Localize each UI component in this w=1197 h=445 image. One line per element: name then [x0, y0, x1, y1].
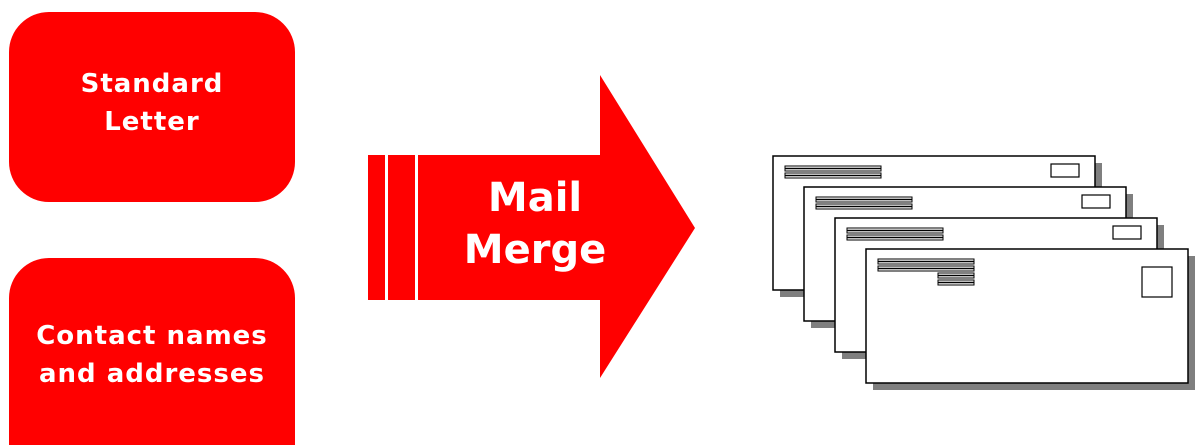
envelope-stamp — [1051, 164, 1079, 177]
envelope-stamp — [1142, 267, 1172, 297]
mail-merge-label-line1: Mail — [430, 172, 640, 224]
envelope-stack-icon — [773, 156, 1195, 390]
arrow-stripe-2 — [388, 155, 415, 300]
arrow-stripe-1 — [368, 155, 385, 300]
envelope-stamp — [1113, 226, 1141, 239]
mail-merge-label: Mail Merge — [430, 172, 640, 276]
envelope-icon — [866, 249, 1195, 390]
mail-merge-label-line2: Merge — [430, 224, 640, 276]
envelope-stamp — [1082, 195, 1110, 208]
